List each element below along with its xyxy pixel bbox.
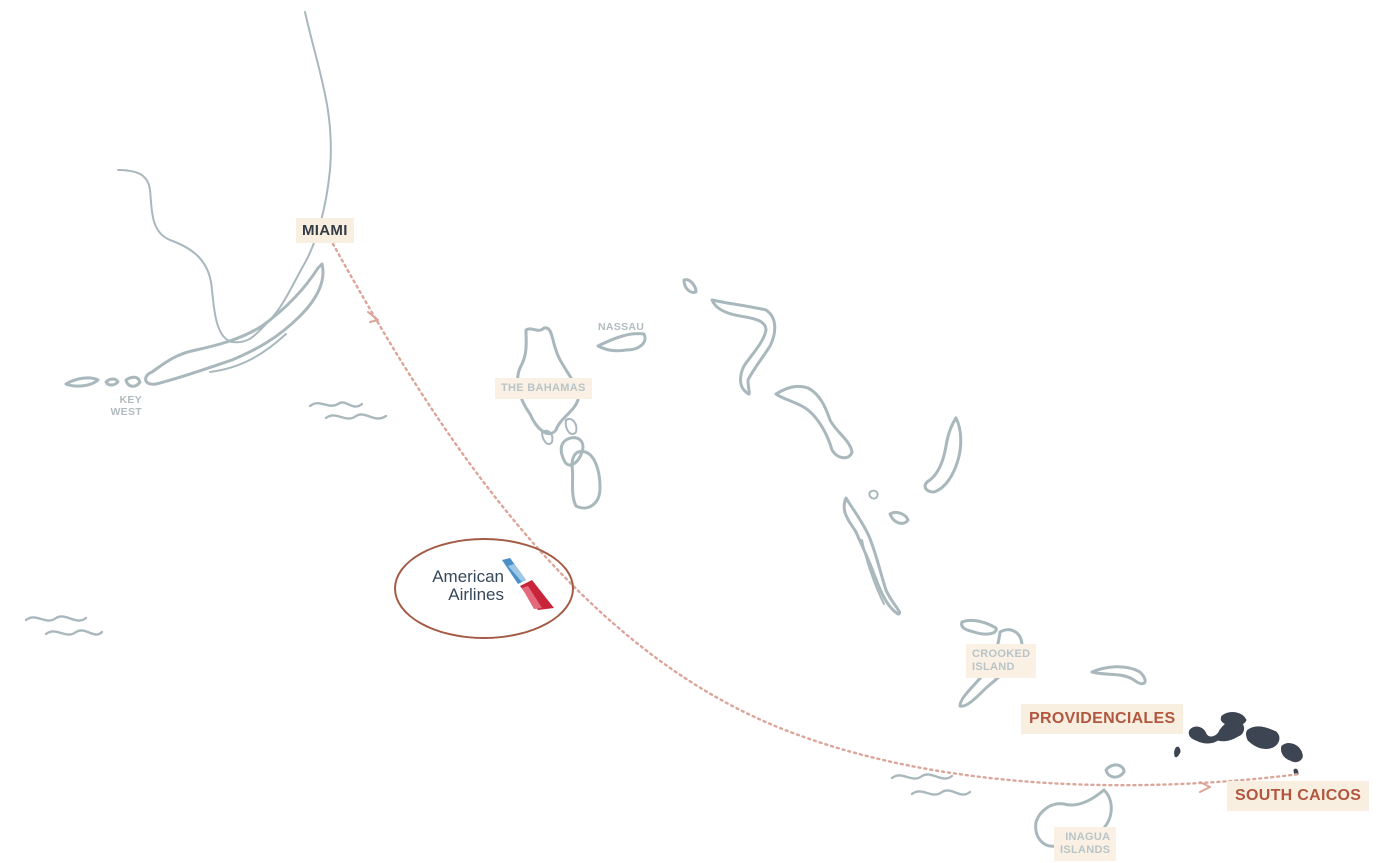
label-crooked-island: CROOKED ISLAND [966, 644, 1037, 678]
american-airlines-tail-icon [502, 558, 554, 610]
label-providenciales: PROVIDENCIALES [1021, 704, 1184, 734]
label-key-west: KEY WEST [110, 394, 142, 418]
label-nassau: NASSAU [598, 321, 645, 333]
sea-waves [24, 401, 972, 796]
flight-route [331, 242, 1302, 793]
bahamas-islands [516, 278, 1147, 848]
label-south-caicos: SOUTH CAICOS [1227, 781, 1370, 811]
label-miami: MIAMI [296, 218, 354, 243]
airline-name: American Airlines [432, 567, 504, 604]
american-airlines-logo: American Airlines [394, 538, 574, 639]
florida-coastline [64, 11, 332, 388]
route-arrow-2 [1199, 781, 1211, 793]
turks-and-caicos-islands [1174, 712, 1303, 776]
label-the-bahamas: THE BAHAMAS [495, 378, 592, 399]
label-inagua-islands: INAGUA ISLANDS [1054, 827, 1117, 861]
route-arrow-1 [367, 311, 379, 323]
